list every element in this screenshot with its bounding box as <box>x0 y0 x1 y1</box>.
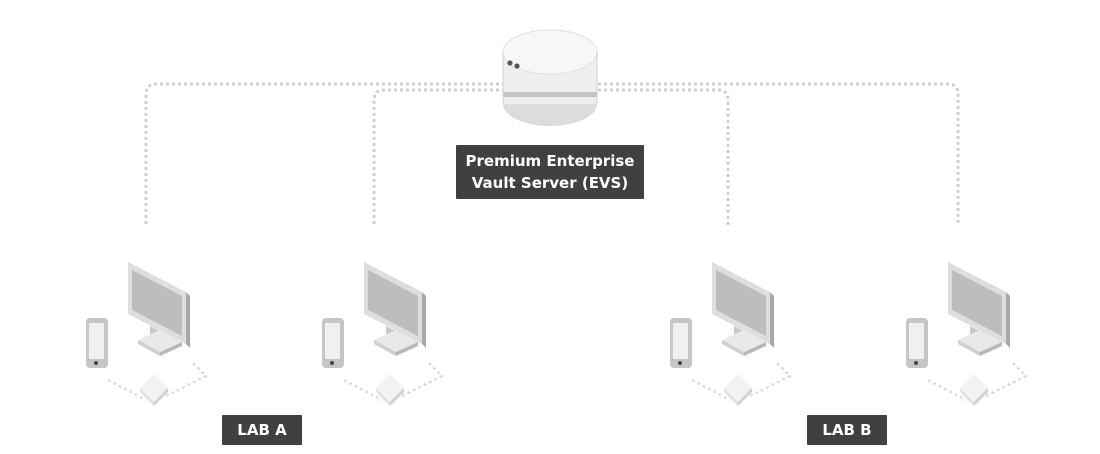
workstation-group-lab-b-1 <box>668 260 792 408</box>
connector-line-a2 <box>372 88 505 226</box>
workstation-group-lab-a-1 <box>84 260 208 408</box>
workstation-group-lab-b-2 <box>904 260 1028 408</box>
connector-line-b1 <box>598 88 730 226</box>
connector-line-a1 <box>144 82 505 226</box>
server-label-line2: Vault Server (EVS) <box>471 174 629 192</box>
connector-lines <box>144 82 960 226</box>
lab-a-label: LAB A <box>222 415 302 445</box>
server-label-line1: Premium Enterprise <box>465 152 635 170</box>
database-server-icon <box>502 29 598 126</box>
server-label: Premium Enterprise Vault Server (EVS) <box>456 145 644 199</box>
workstation-group-lab-a-2 <box>320 260 444 408</box>
connector-line-b2 <box>598 82 960 226</box>
lab-b-label: LAB B <box>807 415 887 445</box>
